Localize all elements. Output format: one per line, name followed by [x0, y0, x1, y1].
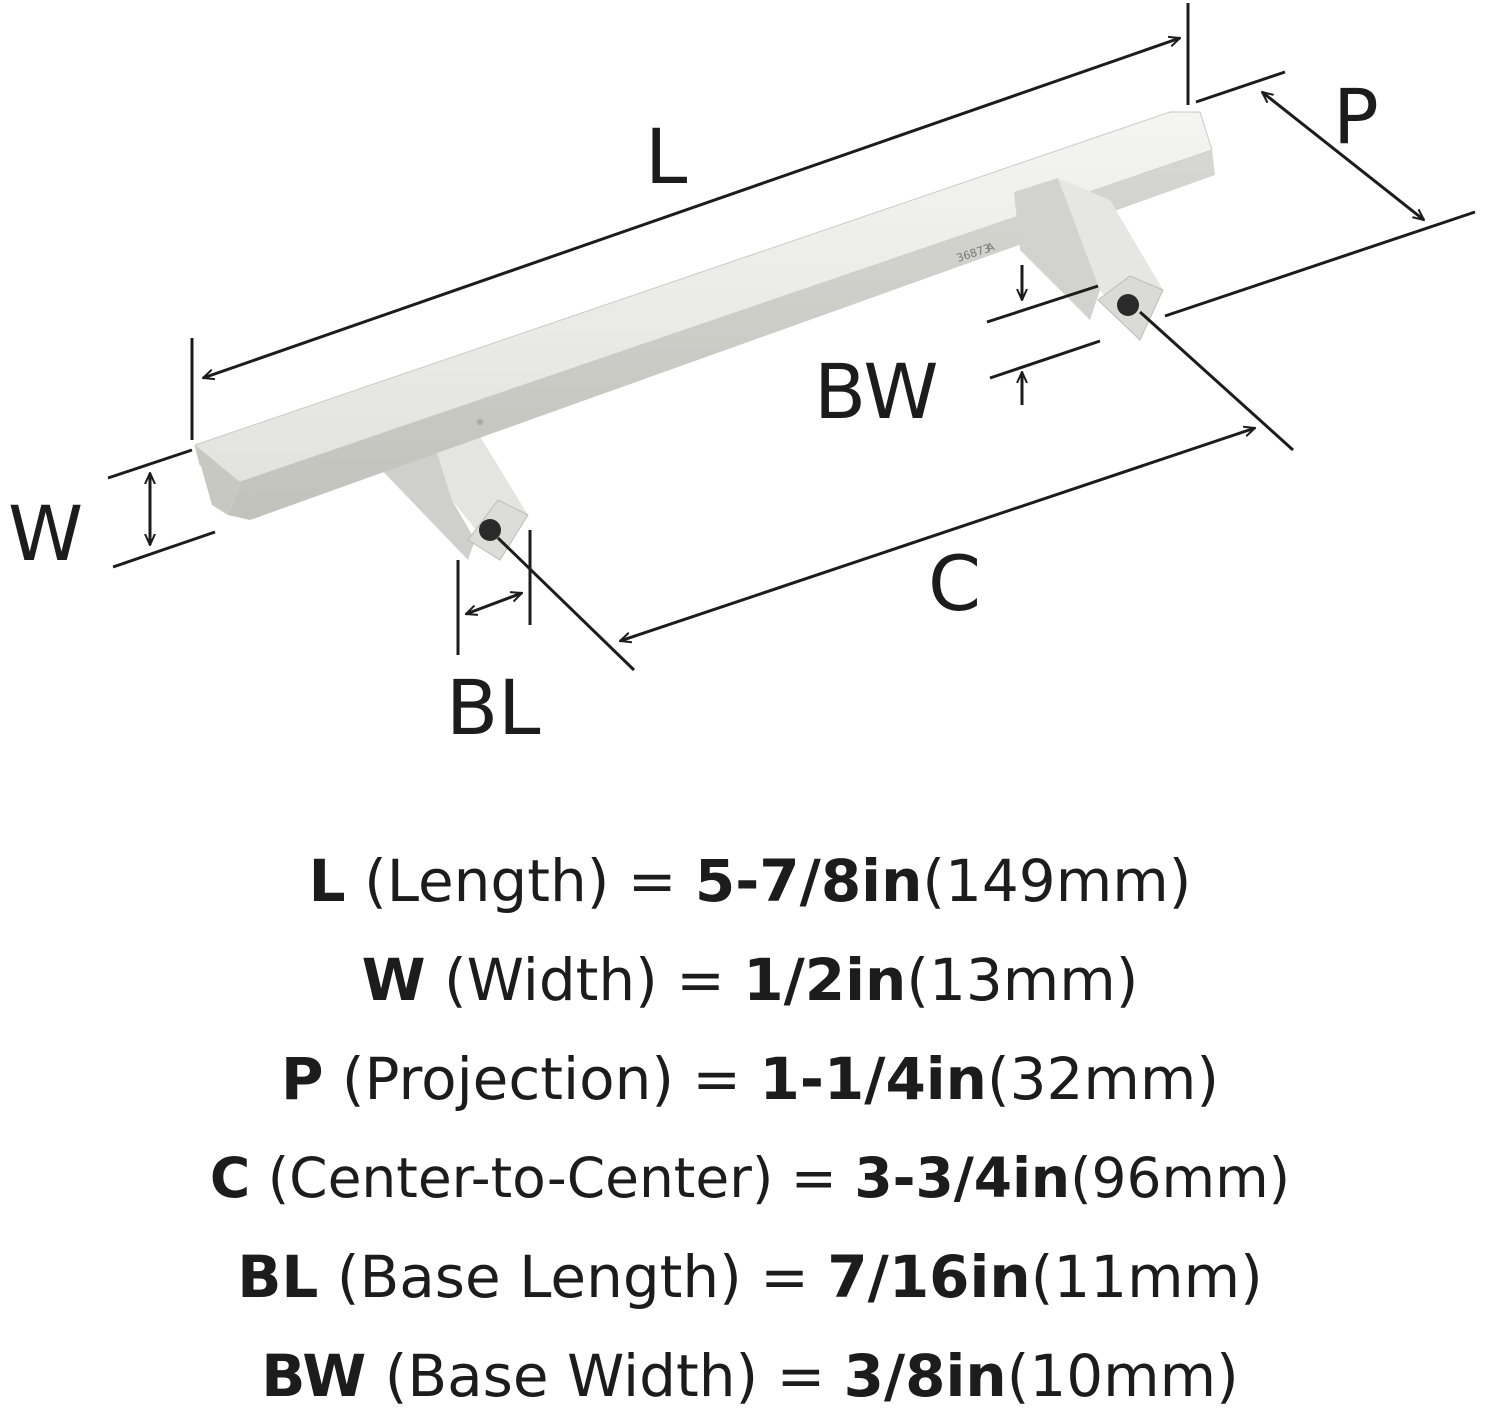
spec-symbol: W [361, 946, 426, 1014]
spec-metric: (10mm) [1006, 1342, 1239, 1410]
base-width-extension-top [986, 284, 1099, 324]
spec-row-base-length: BL (Base Length) = 7/16in(11mm) [0, 1228, 1500, 1327]
spec-description: (Center-to-Center) [267, 1146, 774, 1210]
specification-list: L (Length) = 5-7/8in(149mm) W (Width) = … [0, 832, 1500, 1426]
bar-end [195, 445, 240, 515]
spec-equals: = [676, 946, 725, 1014]
projection-extension-bottom [1164, 210, 1476, 318]
spec-equals: = [627, 847, 677, 915]
left-screw-hole [479, 519, 501, 541]
spec-row-width: W (Width) = 1/2in(13mm) [0, 931, 1500, 1030]
spec-description: (Length) [364, 847, 610, 915]
projection-extension-top [1195, 70, 1286, 104]
center-arrow [620, 428, 1255, 641]
label-base-length: BL [446, 663, 540, 752]
length-arrow [203, 38, 1180, 378]
spec-description: (Base Width) [384, 1342, 759, 1410]
width-extension-bottom [112, 530, 216, 569]
spec-row-length: L (Length) = 5-7/8in(149mm) [0, 832, 1500, 931]
spec-symbol: L [308, 847, 346, 915]
base-length-arrow [466, 593, 522, 614]
spec-equals: = [790, 1146, 837, 1210]
spec-row-center-to-center: C (Center-to-Center) = 3-3/4in(96mm) [0, 1129, 1500, 1228]
base-width-extension-bottom [989, 339, 1101, 380]
projection-arrow [1262, 92, 1424, 220]
label-center: C [928, 539, 981, 628]
spec-row-projection: P (Projection) = 1-1/4in(32mm) [0, 1030, 1500, 1129]
width-extension-top [107, 448, 193, 480]
spec-description: (Width) [444, 946, 658, 1014]
handle-dimension-diagram: 36873 A L P W BW C BL [8, 3, 1476, 752]
spec-description: (Base Length) [336, 1243, 742, 1311]
center-extension-right [1138, 310, 1295, 452]
spec-description: (Projection) [341, 1045, 674, 1113]
spec-imperial: 3-3/4in [854, 1146, 1071, 1210]
spec-metric: (96mm) [1070, 1146, 1291, 1210]
spec-equals: = [760, 1243, 809, 1311]
spec-imperial: 7/16in [827, 1243, 1031, 1311]
center-extension-left [496, 536, 636, 672]
spec-equals: = [692, 1045, 742, 1113]
label-width: W [8, 489, 83, 578]
right-screw-hole [1117, 294, 1139, 316]
label-projection: P [1333, 72, 1379, 161]
spec-metric: (32mm) [986, 1045, 1220, 1113]
spec-metric: (13mm) [906, 946, 1139, 1014]
spec-metric: (11mm) [1030, 1243, 1263, 1311]
spec-equals: = [776, 1342, 826, 1410]
spec-row-base-width: BW (Base Width) = 3/8in(10mm) [0, 1327, 1500, 1426]
label-length: L [645, 112, 687, 201]
dimension-lines [107, 3, 1476, 672]
spec-imperial: 1/2in [743, 946, 907, 1014]
spec-symbol: BW [261, 1342, 367, 1410]
spec-symbol: BL [237, 1243, 319, 1311]
spec-symbol: P [280, 1045, 324, 1113]
spec-imperial: 5-7/8in [694, 847, 923, 915]
label-base-width: BW [814, 347, 939, 436]
bar-detail-dot [477, 419, 483, 425]
spec-metric: (149mm) [922, 847, 1192, 915]
spec-imperial: 3/8in [843, 1342, 1007, 1410]
spec-imperial: 1-1/4in [759, 1045, 987, 1113]
spec-symbol: C [209, 1146, 251, 1210]
